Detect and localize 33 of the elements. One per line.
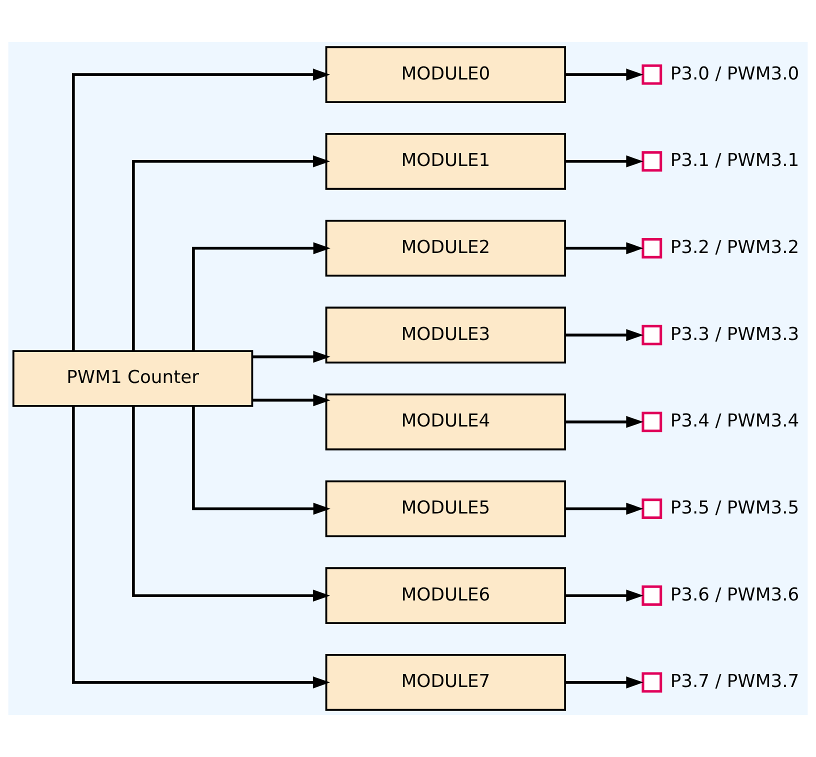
node-box: MODULE1: [325, 132, 566, 190]
node-label: P3.2 / PWM3.2: [670, 236, 800, 258]
arrow: [252, 350, 330, 363]
node-box: MODULE0: [325, 46, 566, 103]
node-box: MODULE5: [325, 480, 566, 538]
node-box: MODULE2: [325, 220, 566, 277]
node-label: P3.6 / PWM3.6: [670, 584, 800, 606]
node-label: P3.4 / PWM3.4: [670, 410, 800, 432]
arrow: [565, 590, 644, 602]
node-label: P3.5 / PWM3.5: [670, 497, 800, 518]
node-label: P3.7 / PWM3.7: [670, 671, 800, 692]
arrow: [565, 676, 644, 688]
node-box: MODULE6: [325, 567, 566, 624]
node-label: P3.3 / PWM3.3: [670, 324, 800, 345]
arrow: [132, 406, 330, 602]
arrow: [192, 406, 330, 515]
arrow: [565, 242, 644, 254]
node-label: P3.0 / PWM3.0: [670, 63, 800, 84]
arrow: [565, 68, 644, 81]
node-box: MODULE3: [325, 306, 566, 364]
node-box: MODULE7: [325, 654, 566, 711]
arrow: [565, 416, 644, 428]
node-label: P3.1 / PWM3.1: [670, 150, 800, 172]
arrow: [565, 329, 644, 342]
arrow: [565, 155, 644, 168]
node-box: PWM1 Counter: [12, 350, 254, 407]
arrow: [72, 68, 330, 351]
arrow: [72, 406, 330, 688]
node-box: MODULE4: [325, 394, 566, 450]
arrow: [132, 155, 330, 351]
arrow: [252, 394, 330, 406]
arrow: [565, 502, 644, 515]
arrow: [192, 242, 330, 351]
